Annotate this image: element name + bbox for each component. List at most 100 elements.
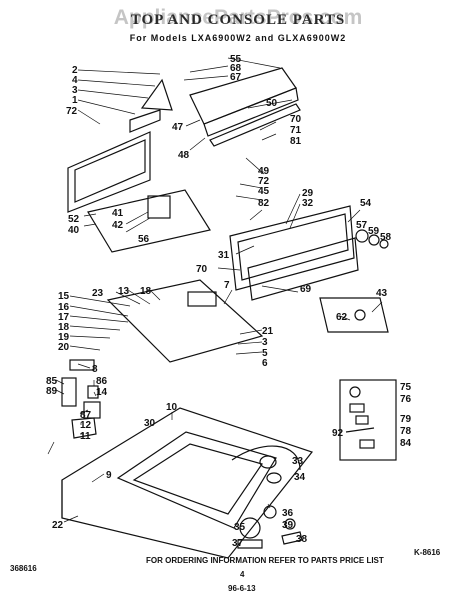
callout-label: 34	[294, 472, 306, 483]
console-rear	[247, 237, 359, 301]
callout-label: 71	[290, 125, 302, 136]
callout-label: 7	[224, 280, 230, 291]
callout-label: 50	[266, 98, 278, 109]
inset-box	[339, 379, 397, 461]
callout-label: 3	[262, 337, 268, 348]
callout-label: 2	[72, 65, 78, 76]
callout-label: 45	[258, 186, 270, 197]
callout-label: 56	[138, 234, 150, 245]
fill-switch-knob	[354, 309, 366, 321]
back-panel	[67, 131, 151, 213]
part-84	[359, 439, 375, 449]
callout-label: 18	[58, 322, 70, 333]
callout-label: 70	[196, 264, 208, 275]
callout-label: 16	[58, 302, 70, 313]
date-code: 96-6-13	[228, 584, 256, 593]
callout-label: 54	[360, 198, 372, 209]
callout-label: 67	[230, 72, 242, 83]
leader-lines	[47, 57, 383, 523]
part-92	[345, 427, 375, 433]
callout-label: 87	[80, 410, 92, 421]
callout-label: 70	[290, 114, 302, 125]
callout-label: 57	[356, 220, 368, 231]
callout-label: 36	[282, 508, 294, 519]
diagram-title: TOP AND CONSOLE PARTS	[130, 12, 346, 28]
callout-label: 22	[52, 520, 64, 531]
callout-label: 69	[300, 284, 312, 295]
callout-label: 20	[58, 342, 70, 353]
console-top	[189, 67, 297, 125]
callout-label: 62	[336, 312, 348, 323]
back-panel-inner	[74, 139, 146, 203]
part-38	[281, 531, 303, 545]
part-76	[349, 403, 365, 413]
console-top-lip	[203, 87, 299, 137]
callout-label: 58	[380, 232, 392, 243]
callout-label: 17	[58, 312, 70, 323]
callout-label: 32	[302, 198, 314, 209]
callout-label: 19	[58, 332, 70, 343]
part-outlines	[61, 67, 397, 559]
callout-label: 30	[144, 418, 156, 429]
part-85	[61, 377, 77, 407]
trim-strip	[209, 103, 301, 147]
callout-label: 13	[118, 286, 130, 297]
callout-label: 84	[400, 438, 412, 449]
part-8	[69, 359, 95, 371]
knob-58	[379, 239, 389, 249]
model-line: For Models LXA6900W2 and GLXA6900W2	[129, 33, 347, 43]
callout-label: 8	[92, 364, 98, 375]
part-34	[266, 472, 282, 484]
callout-label: 38	[296, 534, 308, 545]
callout-label: 5	[262, 348, 268, 359]
lid-opening	[116, 431, 277, 529]
control-panel	[229, 205, 355, 291]
console-end-bracket	[140, 78, 173, 111]
callout-label: 1	[72, 95, 78, 106]
callout-label: 15	[58, 291, 70, 302]
callout-label: 75	[400, 382, 412, 393]
timer-block	[147, 195, 171, 219]
top-brace	[129, 109, 161, 133]
callout-label: 72	[258, 176, 270, 187]
callout-label: 3	[72, 85, 78, 96]
callout-label: 81	[290, 136, 302, 147]
callout-label: 49	[258, 166, 270, 177]
callout-label: 76	[400, 394, 412, 405]
callout-label: 55	[230, 54, 242, 65]
callout-label: 43	[376, 288, 388, 299]
callout-label: 82	[258, 198, 270, 209]
part-36	[263, 505, 277, 519]
callout-label: 12	[80, 420, 92, 431]
ref-code: K-8616	[414, 548, 441, 557]
callout-label: 89	[46, 386, 58, 397]
part-75	[349, 386, 361, 398]
callout-label: 21	[262, 326, 274, 337]
hinge-tray	[106, 279, 264, 363]
callout-label: 4	[72, 75, 78, 86]
callout-label: 18	[140, 286, 152, 297]
callout-label: 47	[172, 122, 184, 133]
callout-label: 86	[96, 376, 108, 387]
doc-number: 368616	[10, 564, 37, 573]
callout-label: 68	[230, 63, 242, 74]
part-35	[239, 517, 261, 539]
callout-label: 42	[112, 220, 124, 231]
part-79	[355, 415, 369, 425]
part-86	[87, 385, 99, 399]
callout-label: 40	[68, 225, 80, 236]
callout-label: 31	[218, 250, 230, 261]
callout-label: 85	[46, 376, 58, 387]
callout-label: 14	[96, 387, 108, 398]
ordering-note: FOR ORDERING INFORMATION REFER TO PARTS …	[146, 556, 384, 565]
callout-label: 33	[292, 456, 304, 467]
callout-label: 6	[262, 358, 268, 369]
callout-label: 35	[234, 522, 246, 533]
callout-label: 10	[166, 402, 178, 413]
tub-well	[132, 443, 263, 515]
fill-switch-plate	[319, 297, 389, 333]
callout-label: 29	[302, 188, 314, 199]
callout-label: 23	[92, 288, 104, 299]
